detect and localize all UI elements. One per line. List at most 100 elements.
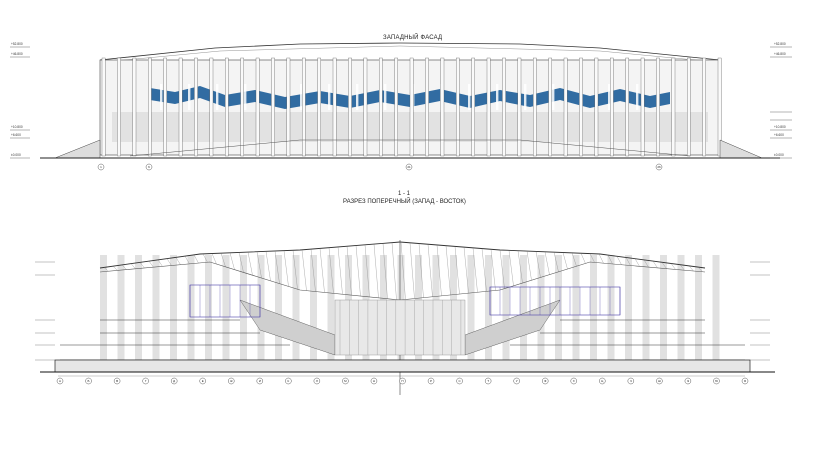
bowl-ribs bbox=[339, 300, 462, 355]
truss-member bbox=[526, 251, 532, 281]
facade-column bbox=[625, 57, 629, 157]
axis-bubble-label: Ж bbox=[230, 379, 233, 383]
facade-mark-right-4: +6.600 bbox=[774, 133, 784, 137]
band-break bbox=[496, 84, 499, 110]
axis-bubble bbox=[370, 377, 378, 385]
truss-member bbox=[409, 242, 415, 299]
shading-column bbox=[100, 255, 107, 360]
axis-bubble bbox=[656, 377, 663, 385]
axis-bubble bbox=[97, 163, 105, 171]
truss-member bbox=[427, 244, 433, 297]
facade-column bbox=[456, 57, 460, 157]
facade-column bbox=[517, 57, 522, 157]
facade-mark-left-2: +46.800 bbox=[11, 52, 23, 56]
facade-column bbox=[194, 57, 198, 157]
truss-member bbox=[553, 252, 559, 272]
facade-column bbox=[409, 57, 414, 157]
shading-column bbox=[695, 255, 702, 360]
facade-mark-right-2: +46.800 bbox=[774, 52, 786, 56]
axis-bubble bbox=[741, 377, 749, 385]
shading-column bbox=[310, 255, 317, 360]
shading-column bbox=[502, 255, 510, 360]
axis-bubble bbox=[56, 377, 64, 385]
axis-bubble bbox=[342, 377, 349, 385]
axis-bubble-label: Э bbox=[687, 379, 690, 383]
shading-column bbox=[187, 255, 195, 360]
truss-member bbox=[301, 249, 307, 291]
pitch-field bbox=[334, 299, 466, 356]
band-break bbox=[636, 84, 639, 110]
truss-member bbox=[121, 264, 127, 270]
axis-bubble bbox=[256, 377, 263, 385]
axis-bubble bbox=[627, 377, 635, 385]
shading-column bbox=[660, 255, 667, 360]
facade-column bbox=[163, 57, 167, 157]
truss-member bbox=[211, 253, 217, 265]
facade-column bbox=[671, 57, 676, 157]
facade-mark-right-3: +10.800 bbox=[774, 125, 786, 129]
truss-member bbox=[112, 266, 118, 271]
facade-column bbox=[656, 57, 660, 157]
section-roof-left bbox=[99, 241, 401, 269]
truss-member bbox=[562, 252, 568, 270]
axis-bubble bbox=[145, 163, 153, 171]
axis-bubble bbox=[484, 377, 492, 385]
axis-bubble bbox=[513, 377, 520, 385]
band-break bbox=[188, 84, 191, 110]
shading-column bbox=[467, 255, 475, 360]
facade-column bbox=[240, 57, 244, 157]
truss-member bbox=[202, 253, 208, 263]
shading-column bbox=[205, 255, 212, 360]
axis-bubble bbox=[405, 163, 413, 171]
truss-member bbox=[166, 258, 172, 266]
truss-member bbox=[139, 262, 145, 269]
truss-member bbox=[445, 245, 451, 295]
truss-member bbox=[571, 252, 577, 267]
facade-mark-right-1: +52.800 bbox=[774, 42, 786, 46]
shading-column bbox=[170, 255, 177, 360]
facade-left-ramp bbox=[54, 139, 101, 159]
axis-bubble bbox=[113, 377, 121, 385]
axis-bubble bbox=[199, 377, 206, 385]
truss-member bbox=[454, 246, 460, 295]
truss-member bbox=[490, 249, 496, 291]
truss-member bbox=[463, 247, 469, 294]
foundation bbox=[54, 359, 751, 373]
section-roof-right bbox=[399, 241, 706, 269]
facade-column bbox=[379, 57, 383, 157]
facade-column bbox=[702, 57, 706, 157]
truss-member bbox=[661, 262, 667, 269]
facade-level-marks-right bbox=[770, 46, 792, 159]
truss-member bbox=[265, 251, 271, 281]
axis-bubble-label: Н bbox=[373, 379, 375, 383]
axis-bubble-label: Ш bbox=[658, 379, 661, 383]
axis-bubble-label: Д bbox=[173, 379, 175, 383]
axis-bubble bbox=[684, 377, 692, 385]
truss-member bbox=[130, 263, 136, 269]
truss-member bbox=[643, 259, 649, 268]
truss-member bbox=[148, 261, 154, 268]
axis-bubble-label: Ц bbox=[601, 379, 604, 383]
band-break bbox=[468, 84, 471, 110]
truss-member bbox=[229, 252, 235, 270]
truss-member bbox=[634, 258, 640, 267]
truss-member bbox=[508, 250, 514, 286]
shading-column bbox=[572, 255, 580, 360]
truss-member bbox=[274, 250, 280, 284]
section-level-marks bbox=[35, 261, 770, 361]
truss-member bbox=[580, 253, 586, 264]
axis-bubble-label: У bbox=[516, 379, 518, 383]
facade-column bbox=[533, 57, 537, 157]
truss-member bbox=[283, 250, 289, 287]
shading-column bbox=[555, 255, 562, 360]
axis-bubble-label: Я bbox=[744, 379, 746, 383]
band-break bbox=[300, 84, 303, 110]
facade-mark-left-5: ±0.000 bbox=[11, 153, 21, 157]
shading-column bbox=[117, 255, 125, 360]
facade-title: ЗАПАДНЫЙ ФАСАД bbox=[383, 35, 443, 41]
axis-bubble-label: К bbox=[287, 379, 289, 383]
truss-member bbox=[391, 242, 397, 300]
facade-column bbox=[101, 57, 106, 157]
facade-columns bbox=[101, 57, 722, 157]
